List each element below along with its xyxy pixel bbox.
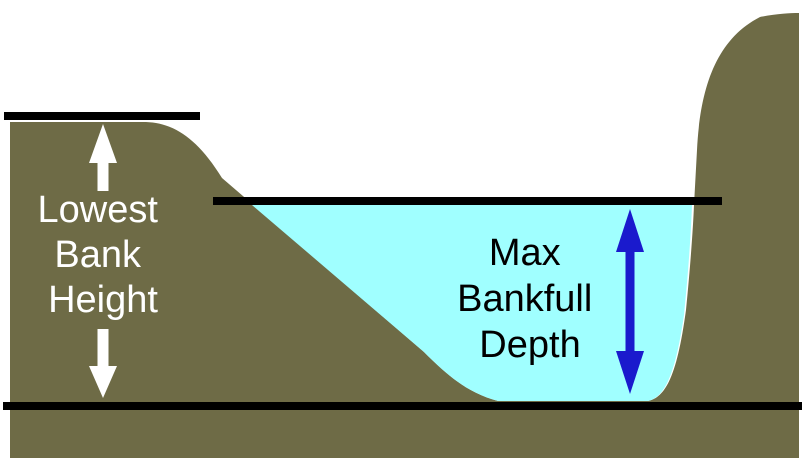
lowest-bank-height-up-arrow: [89, 124, 117, 191]
lowest-bank-height-label-line3: Height: [48, 279, 158, 321]
lowest-bank-height-label: Lowest Bank Height: [38, 189, 169, 321]
max-bankfull-depth-label: Max Bankfull Depth: [457, 232, 603, 366]
lowest-bank-top-line: [4, 112, 200, 120]
bankfull-stage-line: [213, 197, 722, 205]
terrain-ground: [10, 13, 799, 458]
max-bankfull-depth-label-line2: Bankfull: [457, 278, 592, 320]
lowest-bank-height-down-arrow: [89, 329, 117, 398]
max-bankfull-depth-label-line3: Depth: [479, 324, 580, 366]
max-bankfull-depth-arrow: [616, 209, 644, 394]
channel-bottom-line: [3, 402, 802, 410]
bankfull-water: [252, 205, 692, 401]
lowest-bank-height-label-line1: Lowest: [38, 189, 159, 231]
max-bankfull-depth-label-line1: Max: [489, 232, 561, 274]
lowest-bank-height-label-line2: Bank: [54, 234, 142, 276]
